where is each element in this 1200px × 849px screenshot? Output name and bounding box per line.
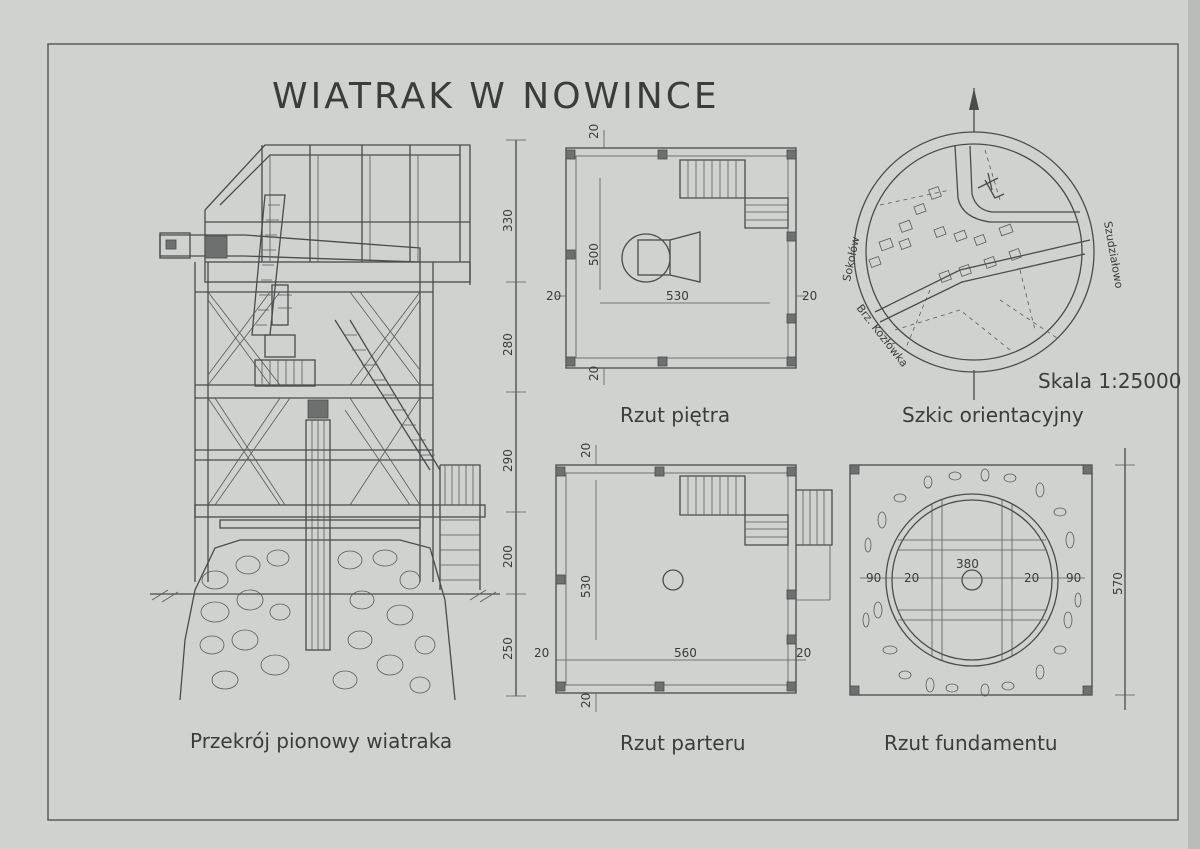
height-dim-3: 290 (501, 449, 515, 472)
drawing-border (47, 43, 1179, 821)
floor-dim-left: 20 (546, 289, 561, 303)
foundation-dim-diameter: 380 (956, 557, 979, 571)
foundation-dim-right-outer: 90 (1066, 571, 1081, 585)
foundation-dim-right-inner: 20 (1024, 571, 1039, 585)
floor-dim-bottom: 20 (587, 366, 601, 381)
ground-plan-drawing: 20 530 20 20 560 20 (534, 443, 833, 712)
windmill-section-drawing (150, 144, 500, 701)
ground-dim-left: 20 (534, 646, 549, 660)
height-dim-4: 200 (501, 545, 515, 568)
caption-orientation-sketch: Szkic orientacyjny (902, 403, 1084, 427)
ground-dim-width: 560 (674, 646, 697, 660)
ground-dim-bottom: 20 (579, 693, 593, 708)
height-dim-1: 330 (501, 209, 515, 232)
floor-dim-width: 530 (666, 289, 689, 303)
ground-dim-right: 20 (796, 646, 811, 660)
height-dim-2: 280 (501, 333, 515, 356)
floor-plan-drawing: 20 500 20 20 530 20 (546, 124, 817, 385)
caption-section: Przekrój pionowy wiatraka (190, 729, 452, 753)
drawing-title: WIATRAK W NOWINCE (272, 76, 720, 117)
floor-dim-top: 20 (587, 124, 601, 139)
caption-ground-plan: Rzut parteru (620, 731, 746, 755)
foundation-plan-drawing: 90 20 380 20 90 570 (849, 448, 1135, 710)
height-dimensions: 330 280 290 200 250 (501, 139, 526, 697)
foundation-dim-left-inner: 20 (904, 571, 919, 585)
foundation-dim-left-outer: 90 (866, 571, 881, 585)
floor-dim-right: 20 (802, 289, 817, 303)
ground-dim-height: 530 (579, 575, 593, 598)
map-scale: Skala 1:25000 (1038, 369, 1181, 393)
ground-dim-top: 20 (579, 443, 593, 458)
height-dim-5: 250 (501, 637, 515, 660)
caption-foundation-plan: Rzut fundamentu (884, 731, 1058, 755)
foundation-dim-side: 570 (1111, 572, 1125, 595)
floor-dim-height: 500 (587, 243, 601, 266)
caption-floor-plan: Rzut piętra (620, 403, 730, 427)
